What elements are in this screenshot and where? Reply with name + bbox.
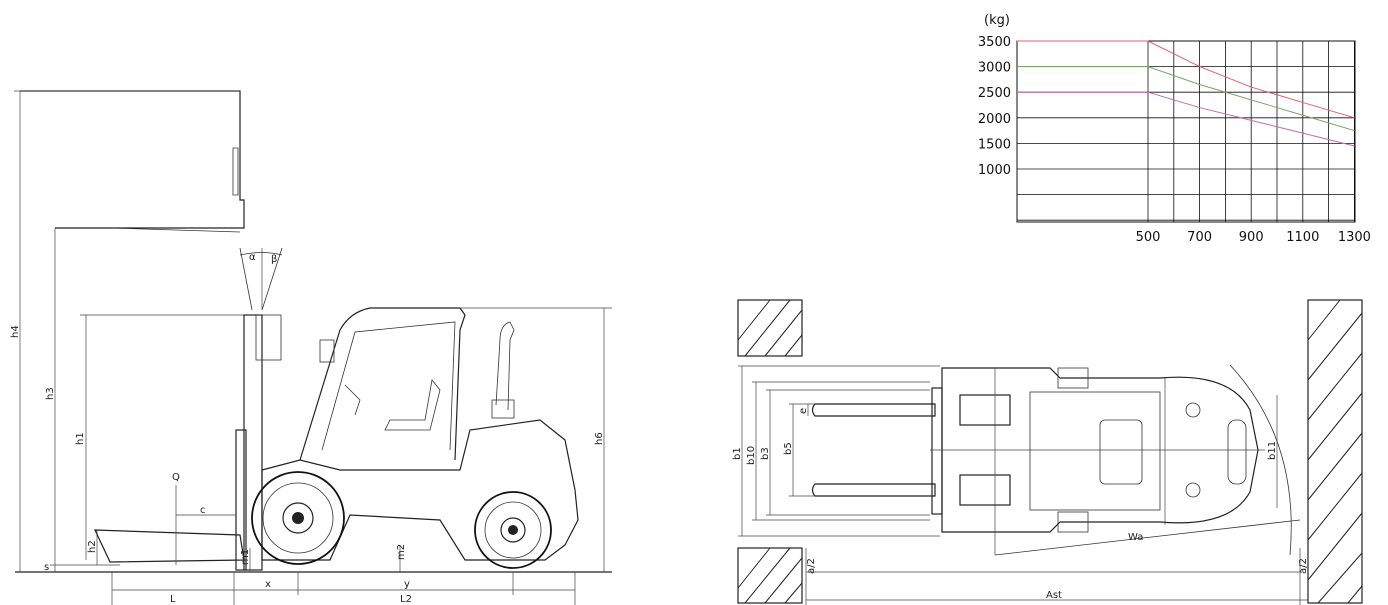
chart-series-line-3 <box>1017 91 1355 147</box>
truck-body-top <box>941 367 1259 533</box>
label-s: s <box>44 562 49 573</box>
cab-top <box>1029 391 1161 511</box>
front-wheel <box>251 471 345 565</box>
chart-x-tick-label: 500 <box>1136 230 1161 245</box>
label-q: Q <box>172 472 180 483</box>
raised-load-outline <box>20 90 245 229</box>
label-h2: h2 <box>87 540 98 553</box>
chart-y-unit: (kg) <box>984 13 1010 28</box>
obstacle-bottom-left <box>737 547 803 604</box>
label-b3: b3 <box>760 447 771 460</box>
label-alpha: α <box>249 252 256 263</box>
fork-carriage-top <box>931 387 943 515</box>
chart-y-tick-label: 2500 <box>978 86 1011 101</box>
fork-top-lower <box>811 483 936 497</box>
rear-wheel <box>474 491 552 569</box>
side-view: h4 h3 h1 h2 h6 s Q c m1 m2 x y L L2 α β <box>10 90 612 605</box>
raised-backrest <box>232 147 239 196</box>
label-c: c <box>200 505 206 516</box>
seat-top <box>1099 419 1143 485</box>
chart-x-tick-label: 700 <box>1187 230 1212 245</box>
label-a2-right: a/2 <box>1298 558 1309 574</box>
label-m1: m1 <box>240 549 251 565</box>
forks <box>94 529 245 563</box>
label-h6: h6 <box>594 432 605 445</box>
cab-window <box>321 321 456 451</box>
exhaust-pipe <box>495 321 515 411</box>
chart-y-tick-label: 3000 <box>978 61 1011 76</box>
seat <box>384 379 441 431</box>
label-a2-left: a/2 <box>806 558 817 574</box>
label-l: L <box>170 594 176 605</box>
label-x: x <box>265 579 271 590</box>
label-h3: h3 <box>45 387 56 400</box>
fork-carriage <box>235 429 247 571</box>
chart-y-tick-label: 1000 <box>978 163 1011 178</box>
label-y: y <box>404 579 410 590</box>
front-axle-lower <box>959 474 1011 506</box>
label-b11: b11 <box>1267 441 1278 460</box>
chart-x-tick-label: 1300 <box>1338 230 1371 245</box>
front-axle-upper <box>959 394 1011 426</box>
mast-head <box>255 314 282 361</box>
label-b10: b10 <box>746 446 757 465</box>
label-e: e <box>798 408 809 414</box>
chart-y-tick-label: 2000 <box>978 112 1011 127</box>
chart-y-tick-label: 3500 <box>978 35 1011 50</box>
obstacle-right-wall <box>1307 299 1363 604</box>
obstacle-top-left <box>737 299 803 357</box>
label-ast: Ast <box>1046 590 1062 601</box>
step-upper <box>1057 367 1089 389</box>
chart-y-ticks: 3500 3000 2500 2000 1500 1000 <box>978 35 1011 178</box>
wa-line <box>994 519 1301 556</box>
label-m2: m2 <box>396 544 407 560</box>
top-view: b1 b10 b3 b5 e b11 Wa Ast a/2 a/2 <box>732 299 1363 605</box>
chart-x-ticks: 500 700 900 1100 1300 <box>1136 230 1371 245</box>
label-b5: b5 <box>783 442 794 455</box>
mirror <box>319 339 335 363</box>
step-lower <box>1057 511 1089 533</box>
truck-body <box>261 419 579 561</box>
chart-series-group <box>1017 40 1355 147</box>
turning-arc <box>1229 364 1292 556</box>
label-b1: b1 <box>732 447 743 460</box>
steering <box>344 384 361 416</box>
load-chart: (kg) 3500 3000 2500 2000 1500 1000 500 700 900 1… <box>978 13 1371 245</box>
mast <box>243 314 263 571</box>
label-h4: h4 <box>10 325 21 338</box>
label-wa: Wa <box>1128 532 1143 543</box>
label-beta: β <box>271 254 277 265</box>
chart-x-tick-label: 1100 <box>1286 230 1319 245</box>
chart-y-tick-label: 1500 <box>978 137 1011 152</box>
cab-frame <box>299 307 466 461</box>
raised-fork <box>111 227 241 233</box>
label-h1: h1 <box>75 432 86 445</box>
chart-series-line-2 <box>1017 66 1355 132</box>
chart-grid <box>1016 40 1356 223</box>
fork-top-upper <box>811 403 936 417</box>
counterweight-top <box>1227 419 1247 485</box>
label-l2: L2 <box>400 594 412 605</box>
chart-series-line-1 <box>1017 40 1355 119</box>
chart-x-tick-label: 900 <box>1239 230 1264 245</box>
